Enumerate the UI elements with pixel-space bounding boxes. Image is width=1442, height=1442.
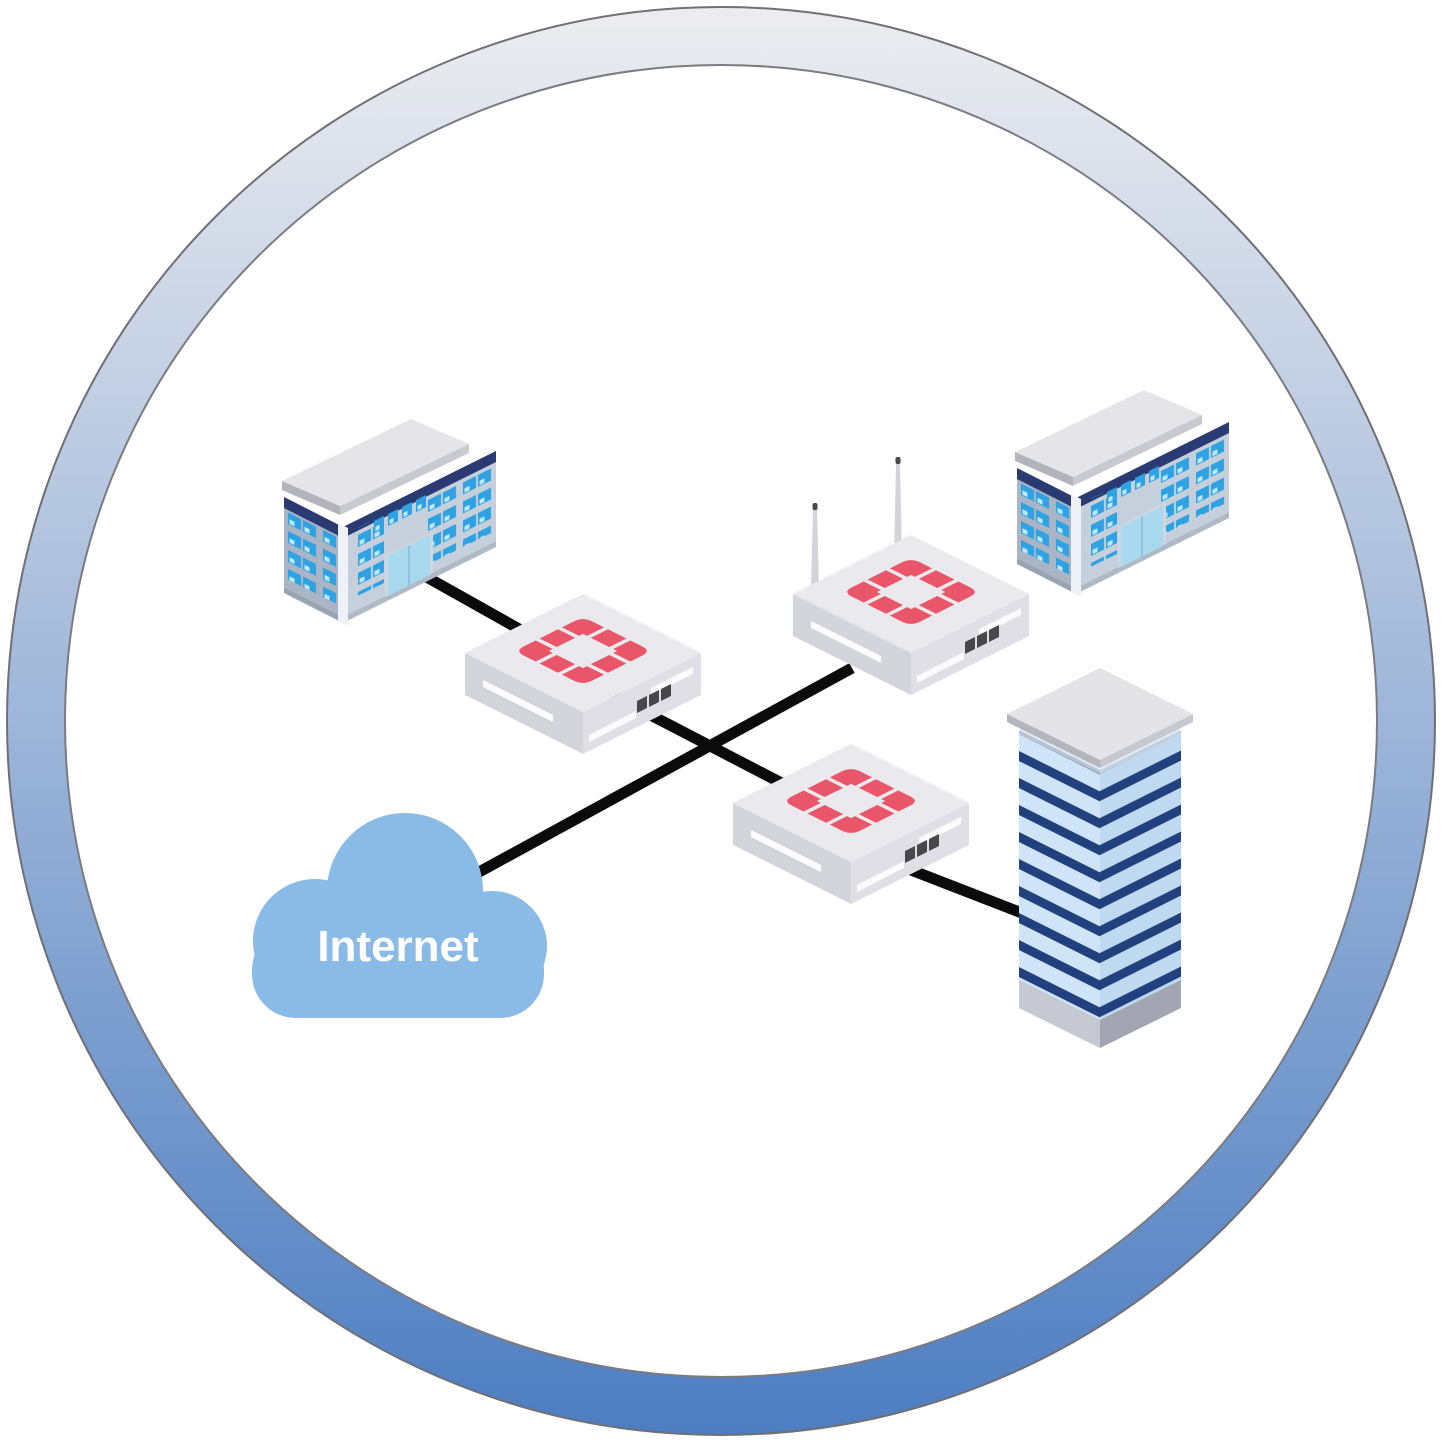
internet-label: Internet	[317, 922, 479, 971]
highrise-stripes-left	[1019, 734, 1100, 1048]
badge-inner-circle	[64, 64, 1378, 1378]
cloud-icon	[252, 813, 547, 1018]
wireless-access-point	[793, 457, 1029, 695]
antenna-icon	[811, 457, 902, 589]
highrise-roof	[1007, 668, 1193, 760]
highrise-building	[1007, 668, 1193, 1048]
network-link-cloud-ap	[467, 663, 855, 882]
highrise-stripes-right	[1100, 734, 1181, 1048]
internet-cloud: Internet	[252, 813, 547, 1018]
